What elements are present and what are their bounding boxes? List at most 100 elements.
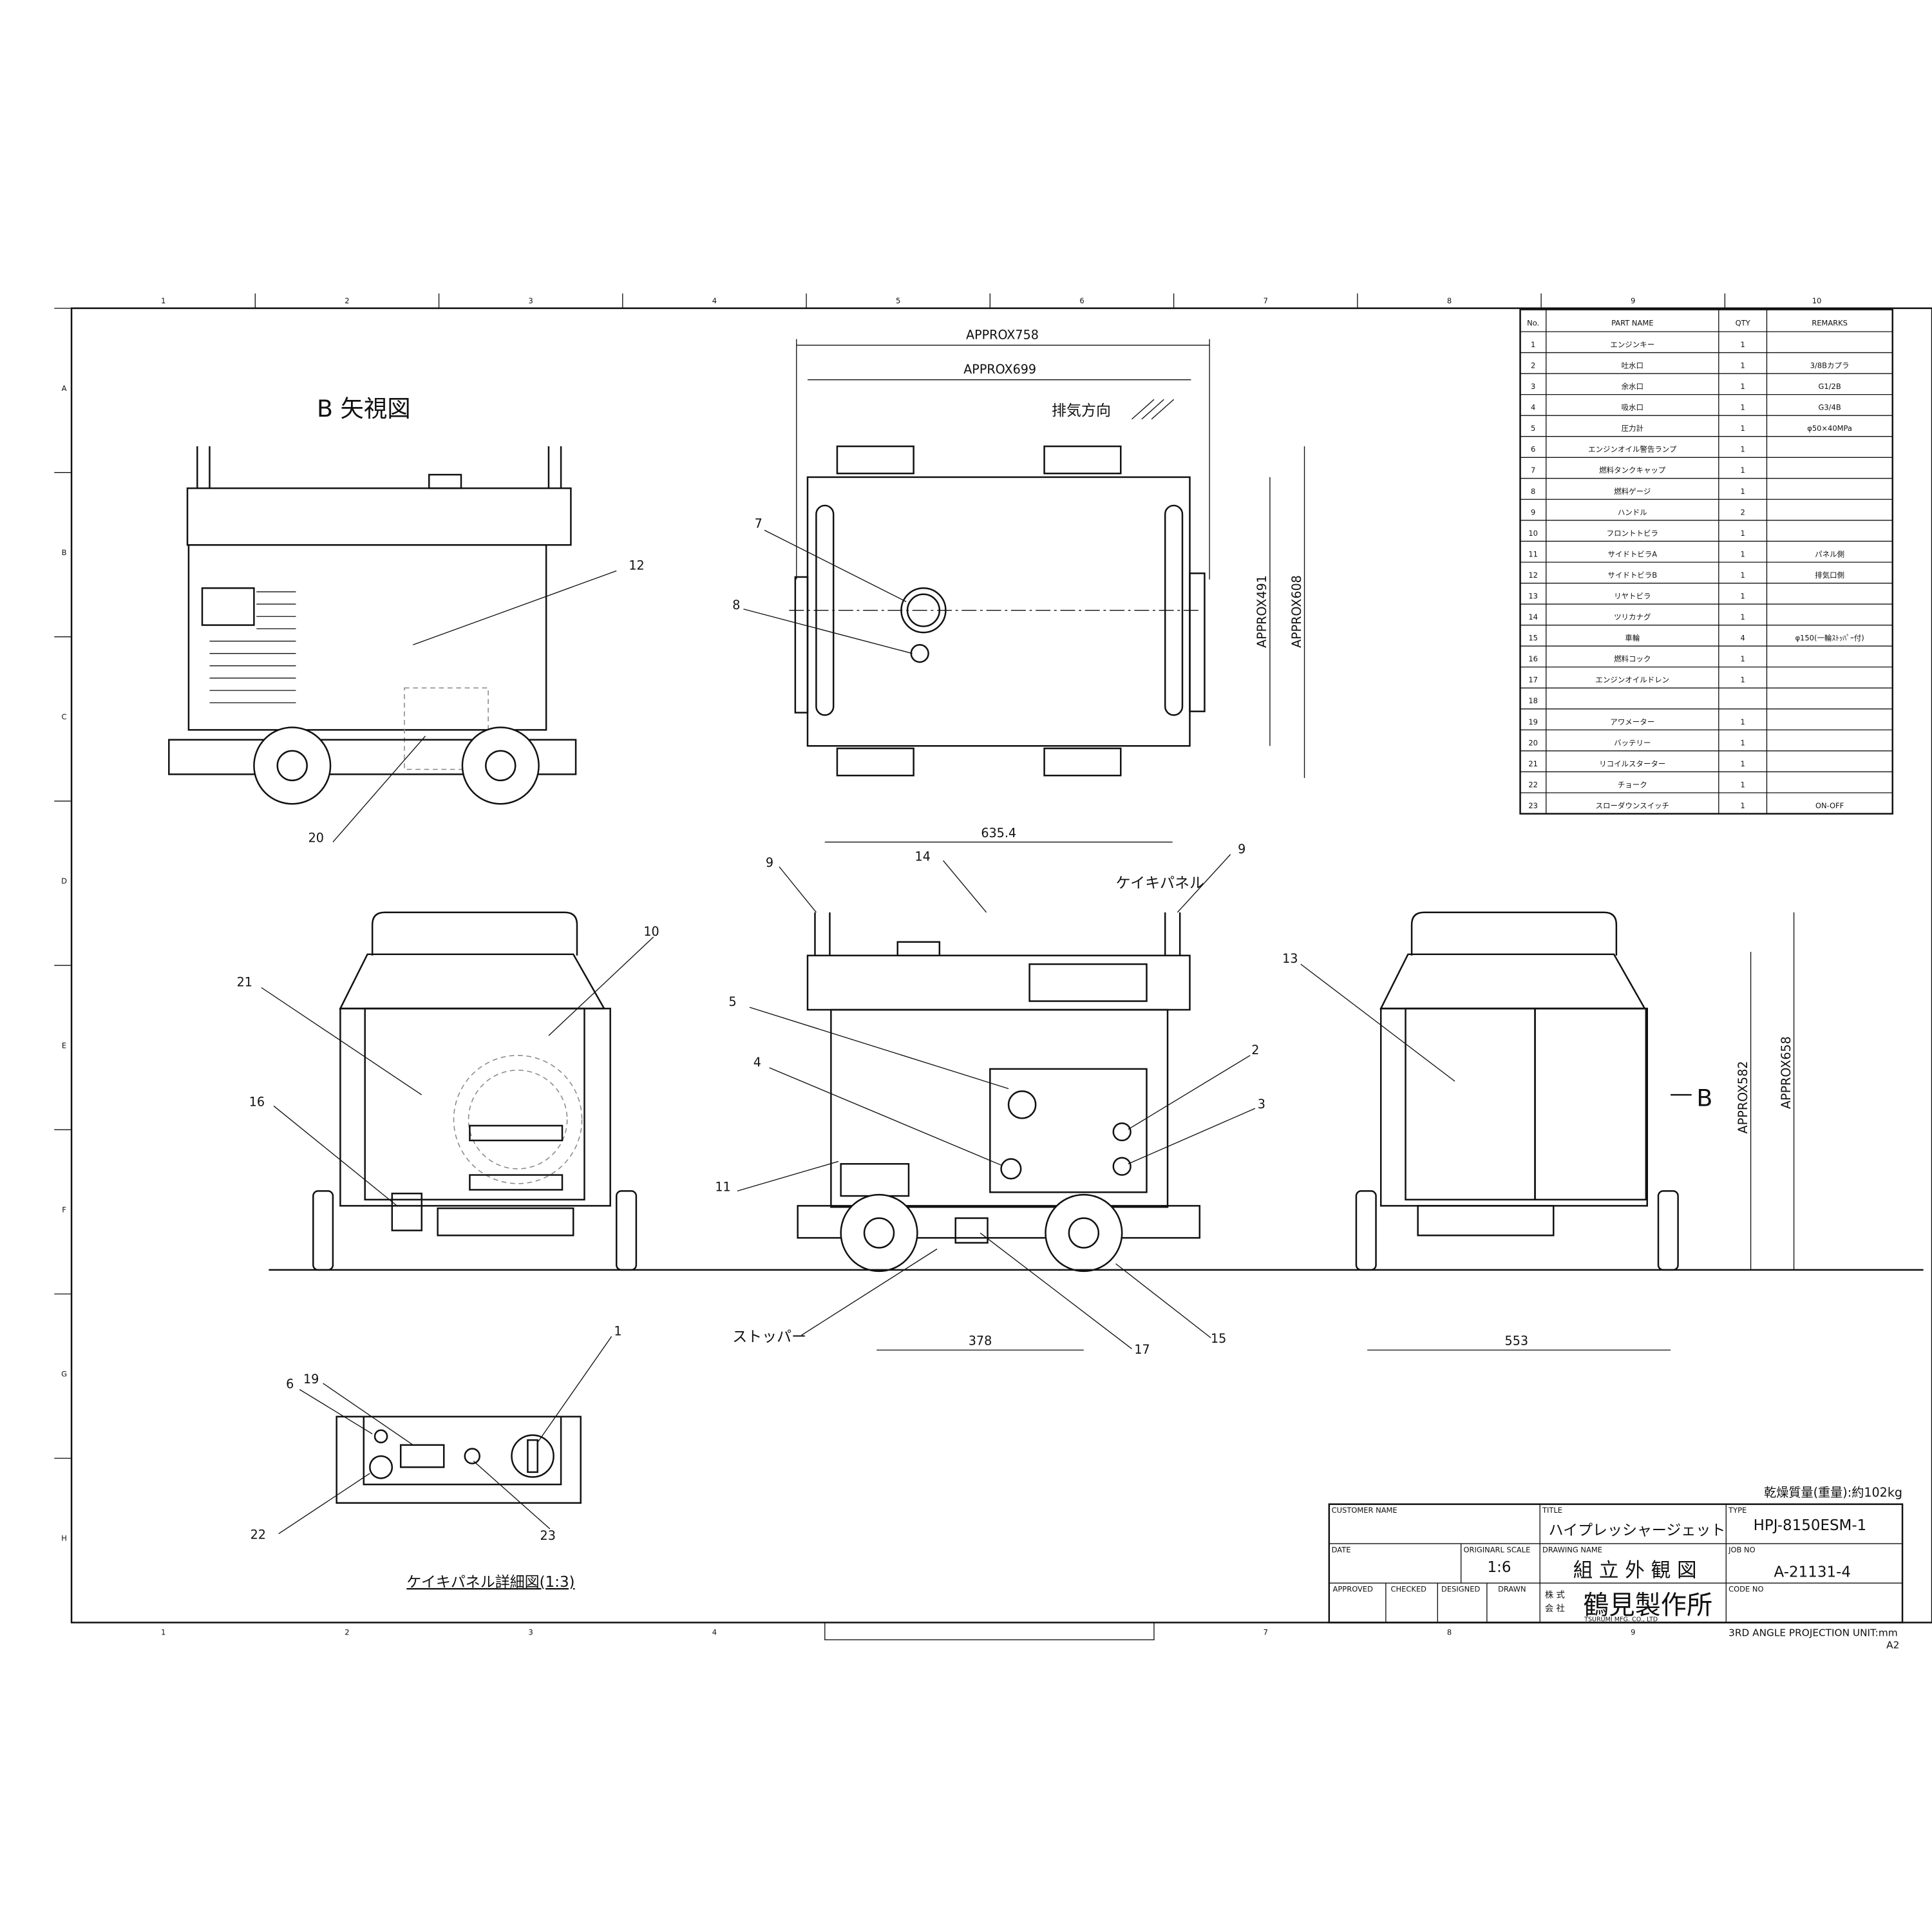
part-qty: 1: [1740, 382, 1745, 391]
part-remarks: G3/4B: [1818, 403, 1841, 412]
column-marker-top: 6: [1079, 296, 1084, 305]
part-qty: 1: [1740, 466, 1745, 475]
part-number: 19: [1528, 717, 1538, 726]
part-name: チョーク: [1618, 780, 1647, 789]
part-number: 4: [1531, 403, 1535, 412]
part-number: 7: [1531, 466, 1535, 475]
type-label: TYPE: [1728, 1506, 1747, 1515]
part-name: サイドトビラB: [1607, 571, 1657, 580]
view-b-arrow-label: B: [1696, 1084, 1712, 1112]
front-view: [312, 911, 638, 1271]
approved-label: APPROVED: [1333, 1585, 1374, 1594]
job-no-label: JOB NO: [1728, 1545, 1756, 1554]
part-name: 燃料タンクキャップ: [1599, 466, 1666, 475]
part-qty: 1: [1740, 801, 1745, 810]
part-remarks: 3/8Bカプラ: [1810, 361, 1850, 370]
callout-12: 12: [629, 558, 644, 573]
scale-label: ORIGINARL SCALE: [1463, 1545, 1530, 1554]
part-number: 14: [1528, 612, 1538, 621]
panel-detail: ケイキパネル詳細図(1:3): [336, 1416, 582, 1591]
part-qty: 1: [1740, 340, 1745, 349]
row-marker: C: [62, 712, 67, 721]
part-qty: 1: [1740, 403, 1745, 412]
dim-378: 378: [969, 1334, 992, 1349]
panel-label: ケイキパネル: [1116, 875, 1204, 891]
wheel: [253, 726, 332, 805]
fuel-cock: [391, 1192, 422, 1231]
part-number: 16: [1528, 654, 1538, 663]
callout-21: 21: [237, 975, 252, 990]
drawing-name: 組 立 外 観 図: [1573, 1560, 1697, 1582]
column-marker-top: 4: [712, 296, 717, 305]
callout-7: 7: [755, 516, 762, 531]
drawing-title: ハイプレッシャージェット: [1549, 1522, 1726, 1539]
callout-2: 2: [1251, 1043, 1259, 1057]
panel-detail-title: ケイキパネル詳細図(1:3): [406, 1574, 574, 1591]
part-qty: 1: [1740, 612, 1745, 621]
stopper-label: ストッパー: [732, 1329, 806, 1345]
part-name: エンジンオイル警告ランプ: [1588, 445, 1677, 454]
table-row: 1 エンジンキー 1: [1520, 331, 1893, 349]
table-header-cell: QTY: [1736, 318, 1751, 327]
part-name: ツリカナグ: [1614, 612, 1651, 621]
part-name: エンジンキー: [1610, 340, 1654, 349]
dim-635: 635.4: [981, 826, 1016, 840]
part-qty: 2: [1740, 507, 1745, 516]
table-header-cell: PART NAME: [1611, 318, 1653, 327]
column-marker-bottom: 9: [1631, 1628, 1635, 1637]
customer-name-label: CUSTOMER NAME: [1332, 1506, 1397, 1515]
table-header-cell: REMARKS: [1812, 318, 1848, 327]
part-number: 17: [1528, 676, 1538, 685]
part-name: 車輪: [1625, 634, 1640, 643]
part-number: 1: [1531, 340, 1535, 349]
company-prefix-2: 会 社: [1545, 1604, 1565, 1614]
callout-14: 14: [915, 849, 931, 864]
table-border: [1519, 308, 1893, 815]
part-number: 13: [1528, 591, 1538, 600]
callout-17: 17: [1134, 1342, 1150, 1357]
code-no-label: CODE NO: [1728, 1585, 1763, 1594]
part-name: 燃料コック: [1614, 654, 1651, 663]
part-name: フロントトビラ: [1607, 529, 1658, 538]
part-name: 燃料ゲージ: [1614, 487, 1651, 496]
sheet-size: A2: [1886, 1640, 1899, 1651]
title-label: TITLE: [1542, 1506, 1562, 1515]
callout-15: 15: [1211, 1331, 1226, 1346]
table-row: 7 燃料タンクキャップ 1: [1520, 457, 1893, 475]
row-marker: B: [62, 548, 67, 557]
callout-6: 6: [286, 1377, 294, 1392]
model-type: HPJ-8150ESM-1: [1754, 1517, 1867, 1534]
part-name: 吐水口: [1622, 361, 1643, 370]
side-view: 635.4 ケイキパネル ストッパー 378: [732, 826, 1204, 1351]
column-marker-top: 8: [1447, 296, 1452, 305]
wheel: [461, 726, 540, 805]
callout-9-right: 9: [1238, 842, 1245, 857]
part-name: リヤトビラ: [1614, 591, 1651, 600]
callout-numbers: 12 7 8 20 10 21 16 9 14 9 5 4 11 2 3 13 …: [237, 516, 1298, 1543]
wheel: [840, 1193, 918, 1273]
part-qty: 1: [1740, 571, 1745, 580]
part-name: バッテリー: [1614, 738, 1651, 747]
part-qty: 1: [1740, 487, 1745, 496]
dim-approx582: APPROX582: [1736, 1061, 1750, 1133]
column-marker-bottom: 2: [345, 1628, 349, 1637]
part-remarks: G1/2B: [1818, 382, 1841, 391]
dry-weight: 乾燥質量(重量):約102kg: [1764, 1485, 1902, 1500]
callout-10: 10: [643, 924, 659, 939]
part-number: 11: [1528, 549, 1538, 558]
louvre-vents: [209, 591, 296, 703]
part-qty: 1: [1740, 759, 1745, 768]
table-row: 14 ツリカナグ 1: [1520, 603, 1893, 621]
part-qty: 1: [1740, 591, 1745, 600]
part-number: 22: [1528, 780, 1538, 789]
callout-11: 11: [715, 1179, 730, 1194]
row-marker: F: [62, 1205, 66, 1214]
b-view: B 矢視図: [168, 395, 577, 805]
exhaust-direction-label: 排気方向: [1052, 402, 1111, 419]
